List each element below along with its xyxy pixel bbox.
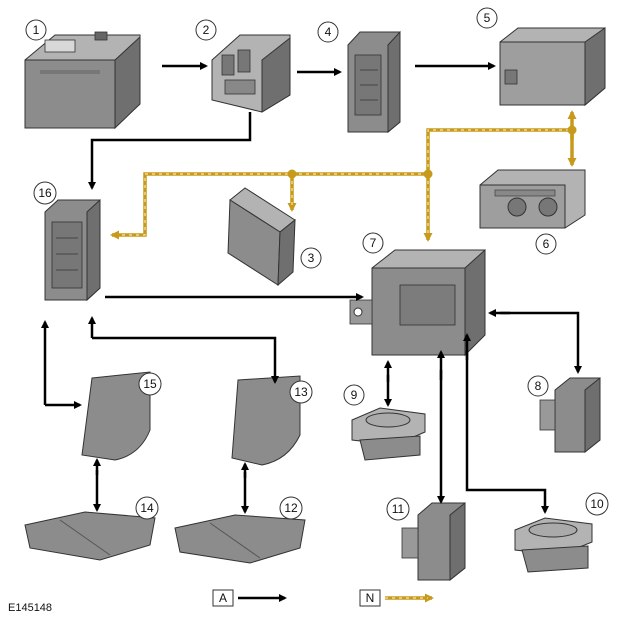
control-module-3-component xyxy=(227,187,296,287)
legend-item-n: N xyxy=(359,589,434,607)
legend: A N xyxy=(212,589,434,607)
callout-8-label: 8 xyxy=(535,379,542,393)
panel-15-component xyxy=(81,371,151,461)
callout-11-label: 11 xyxy=(392,502,405,516)
callout-4-label: 4 xyxy=(325,25,332,39)
callout-15-label: 15 xyxy=(143,377,157,391)
callout-14: 14 xyxy=(135,496,159,520)
callout-8: 8 xyxy=(527,375,549,397)
fuse-box-16-component xyxy=(44,198,101,302)
figure-reference: E145148 xyxy=(8,602,52,614)
callout-2-label: 2 xyxy=(203,23,210,37)
callout-1-label: 1 xyxy=(33,23,40,37)
callout-7: 7 xyxy=(362,232,384,254)
callout-16-label: 16 xyxy=(38,186,52,200)
legend-item-a: A xyxy=(212,589,287,607)
callout-9: 9 xyxy=(343,384,365,406)
callout-6-label: 6 xyxy=(543,237,550,251)
control-module-4-component xyxy=(347,30,401,134)
callout-12-label: 12 xyxy=(284,501,298,515)
plate-14-component xyxy=(24,511,156,561)
legend-n-label: N xyxy=(366,591,375,605)
callout-15: 15 xyxy=(138,372,162,396)
callout-11: 11 xyxy=(386,497,410,521)
sensor-8-component xyxy=(539,376,601,454)
callout-10-label: 10 xyxy=(590,497,604,511)
antenna-10-component xyxy=(514,517,593,573)
callout-5: 5 xyxy=(476,7,498,29)
display-unit-component xyxy=(499,27,606,107)
climate-panel-component xyxy=(479,169,586,229)
central-module-component xyxy=(349,248,486,357)
callout-13: 13 xyxy=(289,380,313,404)
callout-9-label: 9 xyxy=(351,388,358,402)
callout-3: 3 xyxy=(300,247,322,269)
legend-a-label: A xyxy=(219,591,227,605)
callout-4: 4 xyxy=(317,21,339,43)
callout-13-label: 13 xyxy=(294,385,308,399)
callout-7-label: 7 xyxy=(370,236,377,250)
sensor-11-component xyxy=(401,501,466,582)
antenna-9-component xyxy=(351,407,426,461)
callout-6: 6 xyxy=(535,233,557,255)
battery-component xyxy=(24,31,141,130)
callout-12: 12 xyxy=(279,496,303,520)
can-bus-connections xyxy=(110,110,577,242)
black-connections xyxy=(41,62,582,514)
panel-13-component xyxy=(231,375,301,466)
callout-16: 16 xyxy=(33,181,57,205)
callout-3-label: 3 xyxy=(308,251,315,265)
callout-1: 1 xyxy=(25,19,47,41)
callout-5-label: 5 xyxy=(484,11,491,25)
callout-10: 10 xyxy=(585,492,609,516)
callout-14-label: 14 xyxy=(140,501,154,515)
plate-12-component xyxy=(174,514,306,564)
fuse-module-component xyxy=(211,34,291,113)
callout-2: 2 xyxy=(195,19,217,41)
